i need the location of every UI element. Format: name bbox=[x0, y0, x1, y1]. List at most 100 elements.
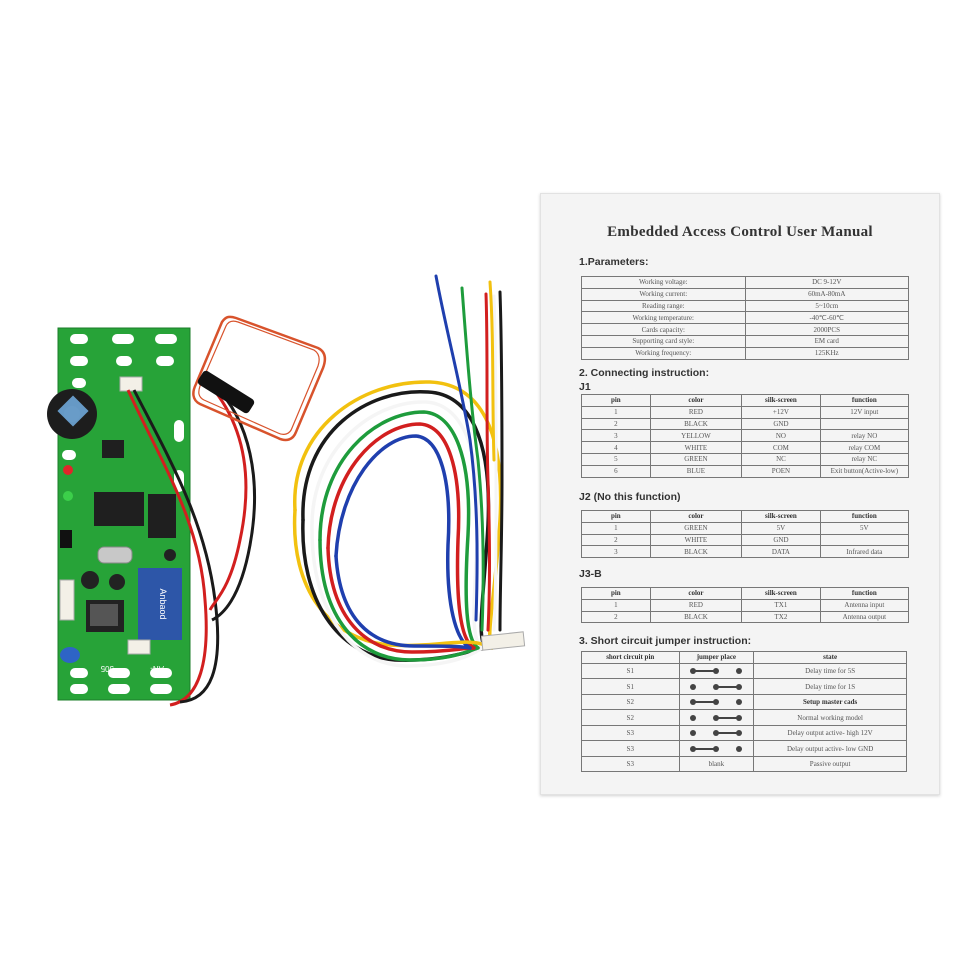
column-header: color bbox=[649, 394, 743, 407]
table-cell: 6 bbox=[581, 464, 651, 478]
parameter-name: Working voltage: bbox=[581, 276, 746, 289]
antenna-leads bbox=[126, 383, 256, 707]
table-cell bbox=[819, 533, 910, 547]
table-cell: Antenna input bbox=[819, 598, 910, 612]
wire-harness bbox=[292, 274, 504, 668]
parameter-row: Cards capacity:2000PCS bbox=[581, 323, 909, 336]
access-control-board: Anbaod 505 AN- bbox=[47, 327, 191, 701]
jumper-pin: S1 bbox=[581, 662, 680, 680]
parameter-value: EM card bbox=[744, 334, 909, 348]
table-row: S1 Delay time for 5S bbox=[581, 662, 907, 680]
table-cell: 2 bbox=[581, 533, 651, 547]
column-header: silk-screen bbox=[741, 587, 821, 600]
parameter-name: Reading range: bbox=[581, 299, 746, 313]
column-header: function bbox=[819, 394, 910, 407]
j1-label: J1 bbox=[579, 381, 591, 393]
jumper-place bbox=[678, 709, 755, 726]
table-cell: RED bbox=[649, 405, 743, 419]
table-cell: GND bbox=[741, 417, 821, 431]
jumper-heading: 3. Short circuit jumper instruction: bbox=[579, 635, 752, 647]
green-led bbox=[63, 491, 73, 501]
parameters-heading: 1.Parameters: bbox=[579, 256, 649, 268]
table-cell: 5V bbox=[741, 521, 821, 535]
table-cell: COM bbox=[741, 441, 821, 454]
parameter-name: Supporting card style: bbox=[581, 334, 746, 348]
relay bbox=[138, 568, 182, 640]
parameter-value: 60mA-80mA bbox=[744, 287, 909, 301]
heat-shrink bbox=[197, 370, 255, 414]
jumper-state: Passive output bbox=[753, 755, 907, 773]
table-cell: RED bbox=[649, 598, 743, 612]
table-cell: relay NC bbox=[819, 452, 910, 466]
table-cell: 5V bbox=[819, 521, 910, 535]
column-header: color bbox=[649, 587, 743, 600]
table-cell: 1 bbox=[581, 598, 651, 612]
table-cell: 1 bbox=[581, 521, 651, 535]
table-cell: GREEN bbox=[649, 452, 743, 466]
parameter-row: Working voltage:DC 9-12V bbox=[581, 276, 909, 289]
jumper-place bbox=[678, 724, 755, 742]
jumper-state: Delay time for 5S bbox=[753, 662, 907, 680]
table-cell: 3 bbox=[581, 545, 651, 559]
silk-model-label: AN- bbox=[150, 664, 164, 673]
parameter-row: Supporting card style:EM card bbox=[581, 334, 909, 348]
harness-connector bbox=[480, 631, 526, 651]
parameter-name: Cards capacity: bbox=[581, 323, 746, 336]
table-cell: NO bbox=[741, 429, 821, 443]
table-cell: relay COM bbox=[819, 441, 910, 454]
jumper-diagram-icon bbox=[686, 745, 746, 753]
table-cell: WHITE bbox=[649, 533, 743, 547]
table-cell: WHITE bbox=[649, 441, 743, 454]
jumper-place bbox=[678, 740, 755, 757]
jumper-place: blank bbox=[678, 755, 755, 773]
table-cell: GND bbox=[741, 533, 821, 547]
table-cell: 5 bbox=[581, 452, 651, 466]
silk-code-label: 505 bbox=[100, 664, 114, 673]
table-cell: 3 bbox=[581, 429, 651, 443]
column-header: state bbox=[753, 651, 907, 664]
relay-label: Anbaod bbox=[158, 588, 168, 619]
jumper-pin: S2 bbox=[581, 693, 680, 711]
table-cell: Antenna output bbox=[819, 610, 910, 624]
jumper-place bbox=[678, 678, 755, 695]
column-header: function bbox=[819, 510, 910, 523]
jumper-diagram-icon bbox=[686, 729, 746, 737]
column-header: silk-screen bbox=[741, 510, 821, 523]
connecting-heading: 2. Connecting instruction: bbox=[579, 367, 710, 379]
red-led bbox=[63, 465, 73, 475]
parameter-row: Working current:60mA-80mA bbox=[581, 287, 909, 301]
jumper-diagram-icon bbox=[686, 683, 746, 691]
column-header: short circuit pin bbox=[581, 651, 680, 664]
table-cell: DATA bbox=[741, 545, 821, 559]
crystal-oscillator bbox=[97, 546, 133, 564]
column-header: pin bbox=[581, 510, 651, 523]
jumper-state: Delay time for 1S bbox=[753, 678, 907, 695]
column-header: pin bbox=[581, 587, 651, 600]
column-header: jumper place bbox=[678, 651, 755, 664]
table-cell: BLUE bbox=[649, 464, 743, 478]
j3-label: J3-B bbox=[579, 568, 602, 580]
table-cell: BLACK bbox=[649, 545, 743, 559]
jumper-state: Delay output active- high 12V bbox=[753, 724, 907, 742]
jumper-pin: S2 bbox=[581, 709, 680, 726]
parameter-value: 2000PCS bbox=[744, 323, 909, 336]
jumper-pin: S3 bbox=[581, 755, 680, 773]
jumper-pin: S3 bbox=[581, 724, 680, 742]
column-header: color bbox=[649, 510, 743, 523]
antenna-connector bbox=[119, 376, 143, 392]
